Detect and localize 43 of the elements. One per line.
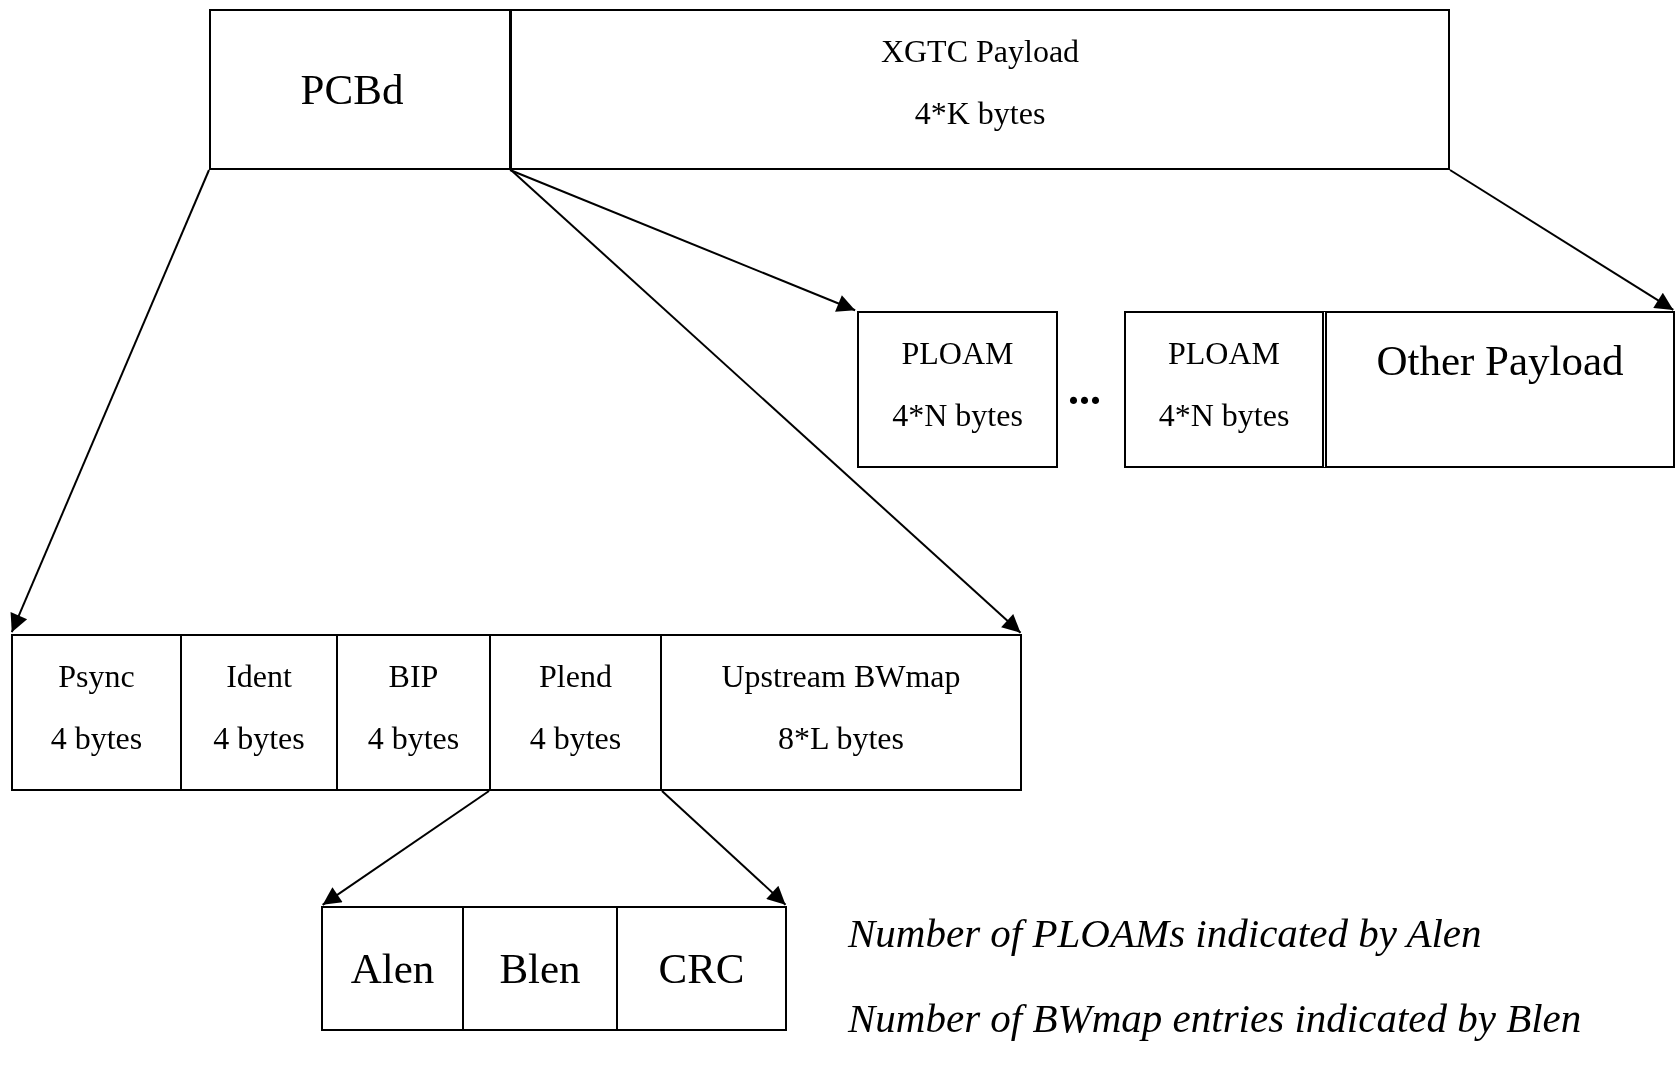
field-size: 4*K bytes [914, 96, 1046, 129]
field-name: XGTC Payload [880, 34, 1080, 67]
field-size: 4 bytes [367, 721, 460, 754]
field-size: 4 bytes [529, 721, 622, 754]
field-name: CRC [658, 947, 745, 990]
field-size: 4*N bytes [892, 398, 1023, 431]
field-name: Blen [499, 947, 581, 990]
arrow [1449, 169, 1675, 311]
field-size: 4 bytes [50, 721, 143, 754]
field-box [180, 634, 338, 791]
field-box [209, 9, 511, 170]
arrow [10, 169, 210, 634]
field-name: PCBd [300, 68, 404, 111]
field-box [321, 906, 464, 1031]
field-box [336, 634, 491, 791]
field-box [660, 634, 1022, 791]
field-box [510, 9, 1450, 170]
field-name: Psync [58, 659, 135, 692]
ellipsis: ... [1068, 368, 1101, 412]
field-box [857, 311, 1058, 468]
field-name: Ident [226, 659, 292, 692]
arrow [661, 790, 787, 906]
field-box [616, 906, 787, 1031]
field-name: Plend [539, 659, 612, 692]
note: Number of PLOAMs indicated by Alen [848, 909, 1482, 958]
field-name: PLOAM [1168, 336, 1280, 369]
field-box [1124, 311, 1324, 468]
note: Number of BWmap entries indicated by Blen [848, 994, 1582, 1043]
field-name: Upstream BWmap [721, 659, 961, 692]
field-name: Other Payload [1376, 339, 1624, 382]
arrow [509, 169, 857, 312]
arrow [510, 169, 1022, 634]
field-box [11, 634, 182, 791]
field-box [489, 634, 662, 791]
field-size: 8*L bytes [778, 721, 904, 754]
field-size: 4*N bytes [1158, 398, 1290, 431]
arrow [321, 790, 490, 906]
field-box [462, 906, 618, 1031]
field-name: BIP [388, 659, 439, 692]
field-name: PLOAM [901, 336, 1014, 369]
field-box [1322, 311, 1675, 468]
field-size: 4 bytes [213, 721, 305, 754]
field-name: Alen [350, 947, 435, 990]
